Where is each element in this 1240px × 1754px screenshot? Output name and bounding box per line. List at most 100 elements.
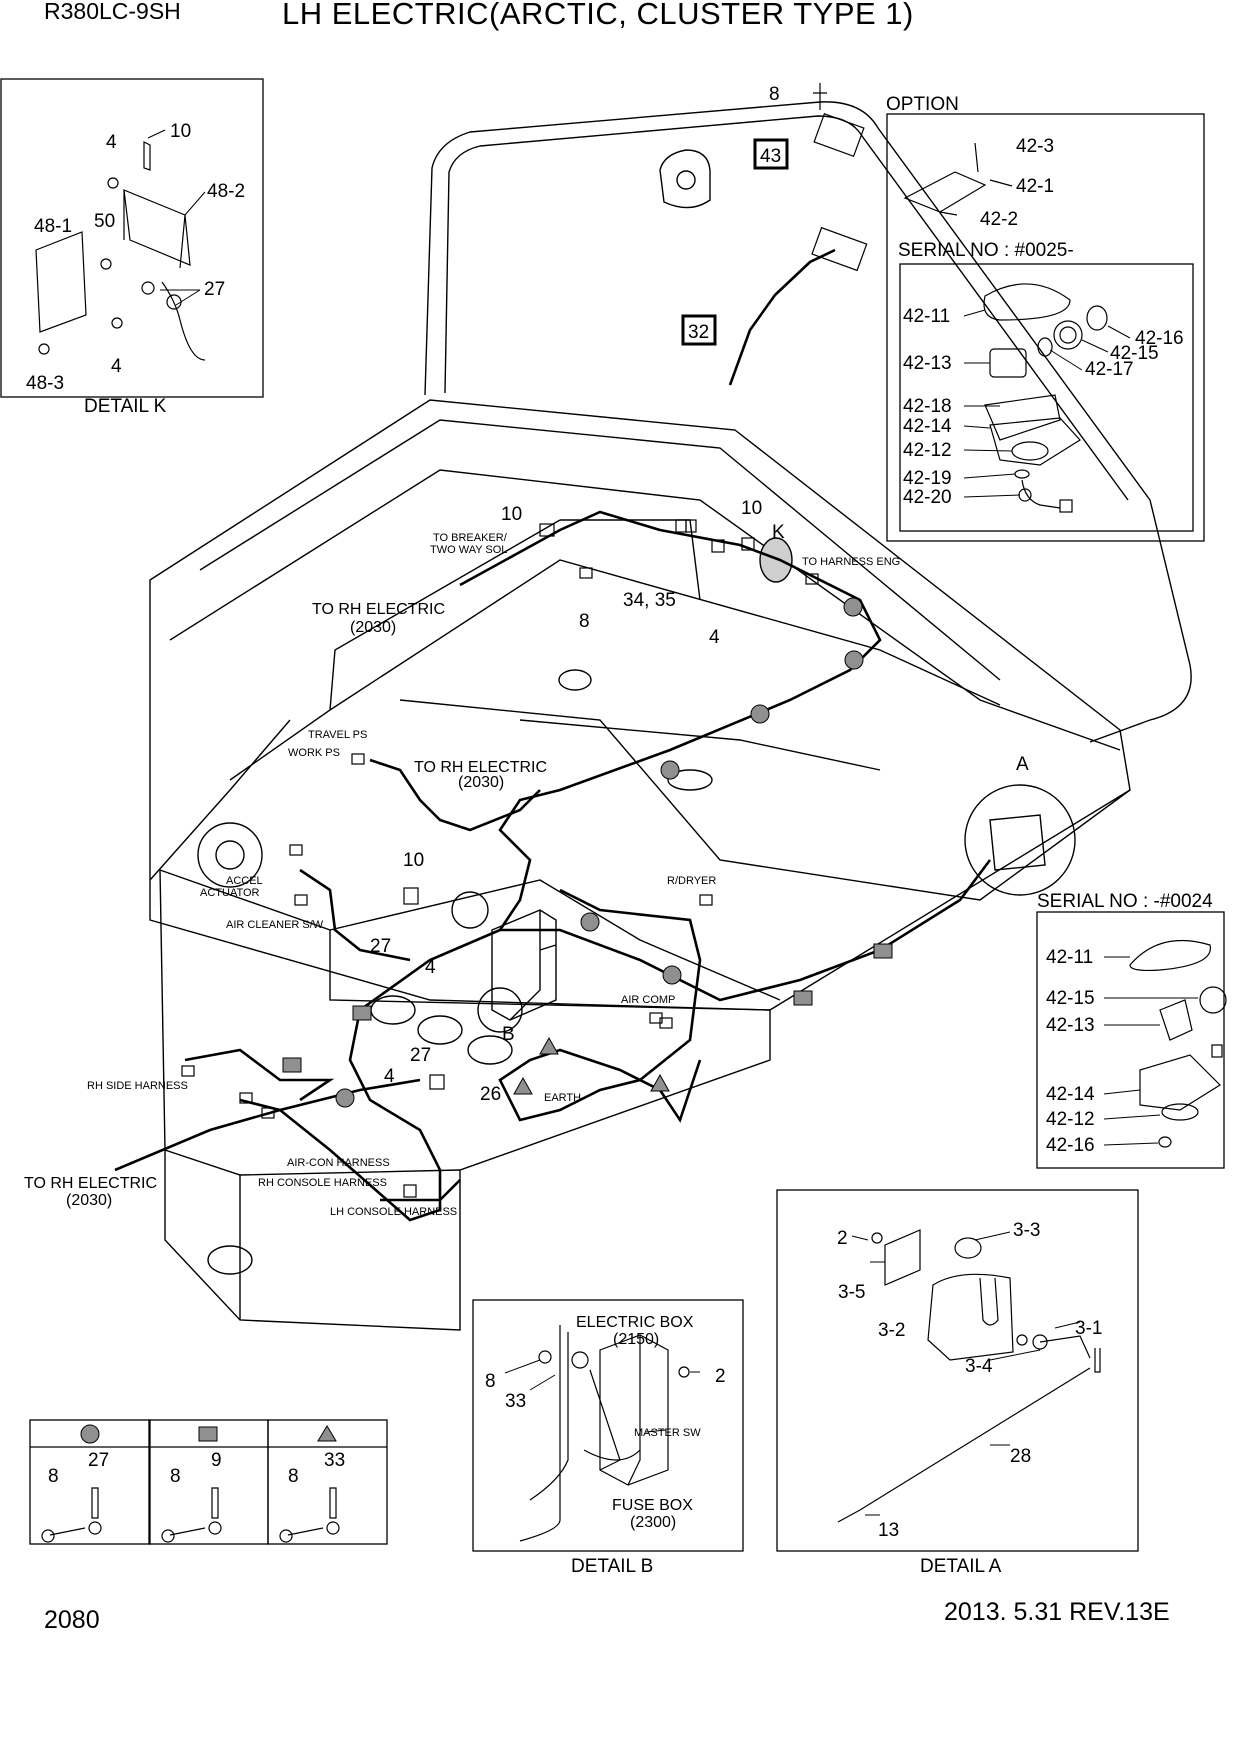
connector-marks	[181, 83, 868, 1198]
label-28: 28	[1010, 1446, 1031, 1467]
electric-box-label: ELECTRIC BOX	[576, 1314, 694, 1331]
label-3-1: 3-1	[1075, 1318, 1102, 1339]
label-4: 4	[111, 356, 122, 377]
callout-27: 27	[370, 936, 391, 957]
label-48-3: 48-3	[26, 373, 64, 394]
label-48-2: 48-2	[207, 181, 245, 202]
legend-symbols	[80, 1424, 337, 1444]
label-42-14: 42-14	[903, 416, 952, 437]
label-42-19: 42-19	[903, 468, 952, 489]
detail-b-caption: DETAIL B	[571, 1556, 653, 1577]
callout-10: 10	[501, 504, 522, 525]
legend-label-33: 33	[324, 1450, 345, 1471]
detail-a-leaders	[851, 1231, 1081, 1516]
two-way-sol-label: TWO WAY SOL	[430, 544, 507, 556]
rh-side-harness-label: RH SIDE HARNESS	[87, 1080, 188, 1092]
callout-10: 10	[741, 498, 762, 519]
detail-k-labels: 10 4 48-2 48-1 50 27 4 48-3 DETAIL K	[26, 121, 245, 417]
serial-new-title: SERIAL NO : #0025-	[898, 240, 1074, 261]
label-42-16: 42-16	[1135, 328, 1184, 349]
detail-frames	[0, 78, 1225, 1552]
callout-4: 4	[425, 957, 436, 978]
lh-console-harness-label: LH CONSOLE HARNESS	[330, 1206, 457, 1218]
ref-2030-label: (2030)	[66, 1192, 112, 1209]
label-42-11: 42-11	[1046, 947, 1093, 968]
option-labels: OPTION 42-3 42-1 42-2 SERIAL NO : #0025-…	[886, 94, 1184, 508]
label-42-15: 42-15	[1046, 988, 1095, 1009]
fuse-box-label: FUSE BOX	[612, 1497, 693, 1514]
callout-43: 43	[760, 146, 781, 167]
r-dryer-label: R/DRYER	[667, 875, 716, 887]
label-2: 2	[715, 1366, 726, 1387]
label-42-18: 42-18	[903, 396, 952, 417]
label-42-20: 42-20	[903, 487, 952, 508]
detail-b-labels: ELECTRIC BOX (2150) MASTER SW FUSE BOX (…	[485, 1314, 726, 1577]
electric-box-ref: (2150)	[613, 1331, 659, 1348]
page-title: LH ELECTRIC(ARCTIC, CLUSTER TYPE 1)	[282, 0, 914, 31]
accel-label: ACCEL	[226, 875, 263, 887]
label-8: 8	[485, 1371, 496, 1392]
serial-old-title: SERIAL NO : -#0024	[1037, 891, 1213, 912]
label-13: 13	[878, 1520, 899, 1541]
earth-label: EARTH	[544, 1092, 581, 1104]
master-sw-label: MASTER SW	[634, 1427, 701, 1439]
label-3-3: 3-3	[1013, 1220, 1040, 1241]
label-42-14: 42-14	[1046, 1084, 1095, 1105]
detail-k-caption: DETAIL K	[84, 396, 167, 417]
callout-box-32	[681, 314, 717, 346]
label-27: 27	[204, 279, 225, 300]
to-rh-electric-label: TO RH ELECTRIC	[312, 601, 445, 618]
detail-b-leaders	[504, 1359, 700, 1433]
serial-old-labels: SERIAL NO : -#0024 42-11 42-15 42-13 42-…	[1037, 891, 1213, 1156]
serial-old-drawing	[1129, 939, 1227, 1148]
detail-a-labels: 2 3-3 3-5 3-2 3-1 3-4 28 13 DETAIL A	[837, 1220, 1102, 1577]
label-42-15: 42-15	[1110, 343, 1159, 364]
option-title: OPTION	[886, 94, 959, 115]
machine-frame-linework	[149, 101, 1192, 1331]
label-42-13: 42-13	[1046, 1015, 1095, 1036]
label-42-16: 42-16	[1046, 1135, 1095, 1156]
callout-4: 4	[709, 627, 720, 648]
label-42-3: 42-3	[1016, 136, 1054, 157]
label-2: 2	[837, 1228, 848, 1249]
legend-label-8: 8	[170, 1466, 181, 1487]
ref-2030-label: (2030)	[458, 774, 504, 791]
model-code: R380LC-9SH	[44, 0, 181, 24]
callout-K: K	[772, 522, 785, 543]
serial-old-leaders	[963, 309, 1198, 1146]
actuator-label: ACTUATOR	[200, 887, 260, 899]
callout-8: 8	[769, 84, 780, 105]
callout-A: A	[1016, 754, 1029, 775]
legend-label-9: 9	[211, 1450, 222, 1471]
travel-ps-label: TRAVEL PS	[308, 729, 367, 741]
air-comp-label: AIR COMP	[621, 994, 675, 1006]
to-rh-electric-label: TO RH ELECTRIC	[24, 1175, 157, 1192]
work-ps-label: WORK PS	[288, 747, 340, 759]
detail-k-drawing	[35, 141, 206, 361]
page-number: 2080	[44, 1606, 100, 1634]
detail-a-drawing	[837, 1229, 1101, 1523]
legend-label-8: 8	[48, 1466, 59, 1487]
label-33: 33	[505, 1391, 526, 1412]
clip-markers	[282, 597, 893, 1108]
harness-labels: TO BREAKER/ TWO WAY SOL TO HARNESS ENG T…	[24, 532, 900, 1218]
label-10: 10	[170, 121, 191, 142]
callout-10: 10	[403, 850, 424, 871]
callout-8: 8	[579, 611, 590, 632]
label-42-13: 42-13	[903, 353, 952, 374]
revision-date: 2013. 5.31 REV.13E	[944, 1598, 1170, 1626]
label-42-17: 42-17	[1085, 359, 1134, 380]
label-4: 4	[106, 132, 117, 153]
callout-26: 26	[480, 1084, 501, 1105]
label-3-5: 3-5	[838, 1282, 865, 1303]
label-3-2: 3-2	[878, 1320, 905, 1341]
legend-label-27: 27	[88, 1450, 109, 1471]
harness-wires	[114, 248, 992, 1222]
legend-label-8: 8	[288, 1466, 299, 1487]
to-rh-electric-label: TO RH ELECTRIC	[414, 759, 547, 776]
fuse-box-ref: (2300)	[630, 1514, 676, 1531]
legend-labels: 27 8 9 8 33 8	[48, 1450, 345, 1487]
rh-console-harness-label: RH CONSOLE HARNESS	[258, 1177, 387, 1189]
callout-32: 32	[688, 322, 709, 343]
